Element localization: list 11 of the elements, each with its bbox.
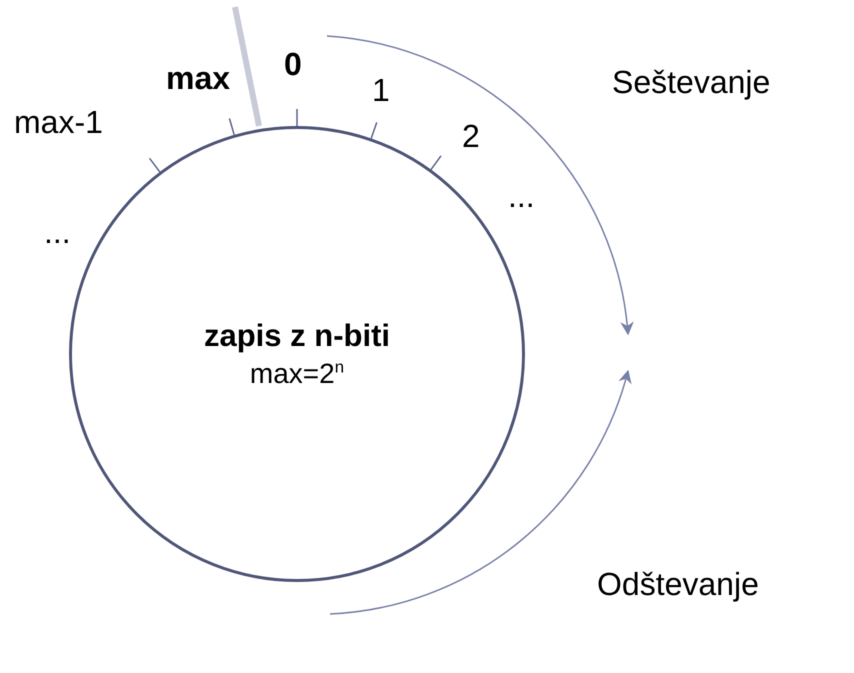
value-label: Odštevanje	[597, 568, 759, 600]
value-label: 2	[462, 120, 480, 152]
value-label: 0	[284, 48, 302, 80]
value-label: ...	[44, 216, 71, 248]
value-label: 1	[372, 74, 390, 106]
value-label: ...	[508, 180, 535, 212]
circle-title: zapis z n-biti	[204, 317, 390, 356]
value-label: max-1	[14, 106, 103, 138]
value-label: Seštevanje	[612, 66, 770, 98]
formula: max=2$^{n}$	[250, 356, 344, 391]
value-label: max	[166, 62, 230, 94]
